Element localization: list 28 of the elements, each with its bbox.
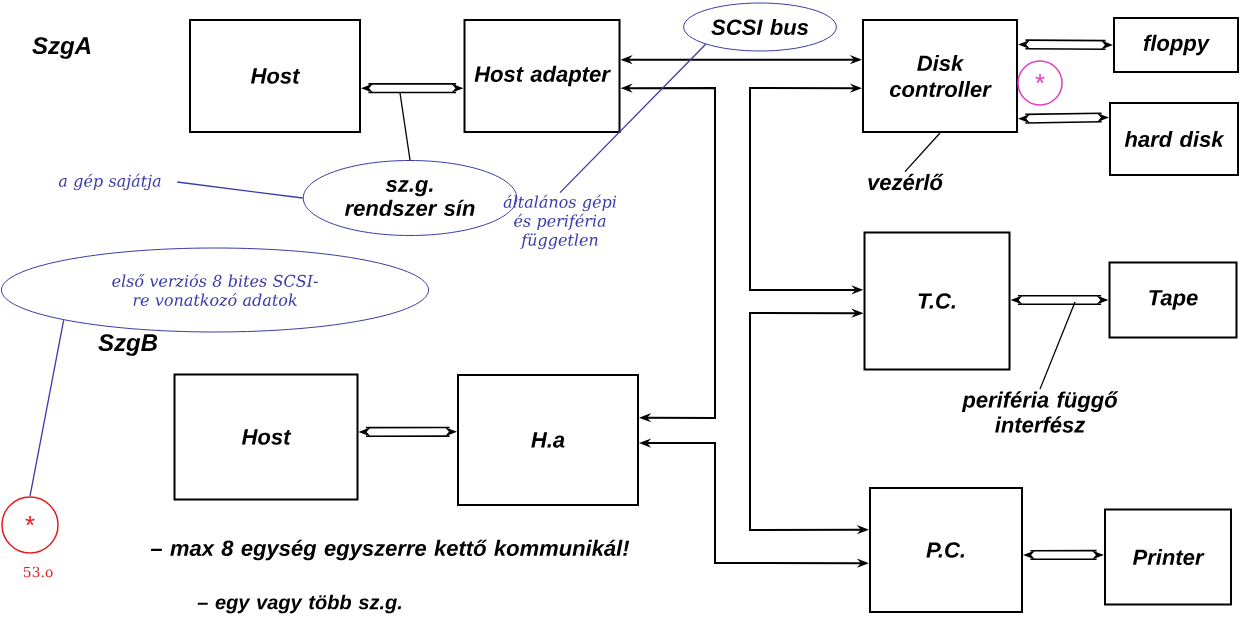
annotation-text: általános gépi és periféria független (503, 194, 617, 250)
leader-line (559, 43, 707, 194)
leader-line (904, 132, 941, 173)
component-box: T.C. (863, 231, 1011, 371)
side-label: SzgB (98, 334, 158, 356)
annotation-text: a gép sajátja (58, 173, 161, 191)
side-label: SzgA (32, 37, 91, 59)
circled-asterisk: * (1, 496, 59, 554)
component-box: Disk controller (862, 19, 1018, 133)
leader-line (176, 181, 304, 199)
leader-label: periféria függő interfész (961, 391, 1119, 433)
leader-line (399, 92, 411, 161)
component-box: Printer (1104, 508, 1232, 606)
circled-asterisk: * (1017, 60, 1063, 106)
leader-line (29, 319, 65, 497)
component-box: Host (173, 373, 359, 501)
handwritten-note: – max 8 egység egyszerre kettő kommunikál! (150, 539, 630, 561)
component-box: Host (189, 19, 361, 133)
component-box: Host adapter (463, 19, 621, 133)
component-box: H.a (457, 374, 639, 506)
component-box: hard disk (1109, 102, 1239, 176)
component-box: floppy (1113, 17, 1239, 73)
leader-label: vezérlő (868, 173, 944, 191)
page-reference: 53.o (23, 566, 53, 578)
leader-line (1039, 301, 1076, 390)
handwritten-note: – egy vagy több sz.g. (197, 594, 402, 614)
component-box: P.C. (869, 487, 1023, 613)
component-box: Tape (1108, 261, 1238, 339)
